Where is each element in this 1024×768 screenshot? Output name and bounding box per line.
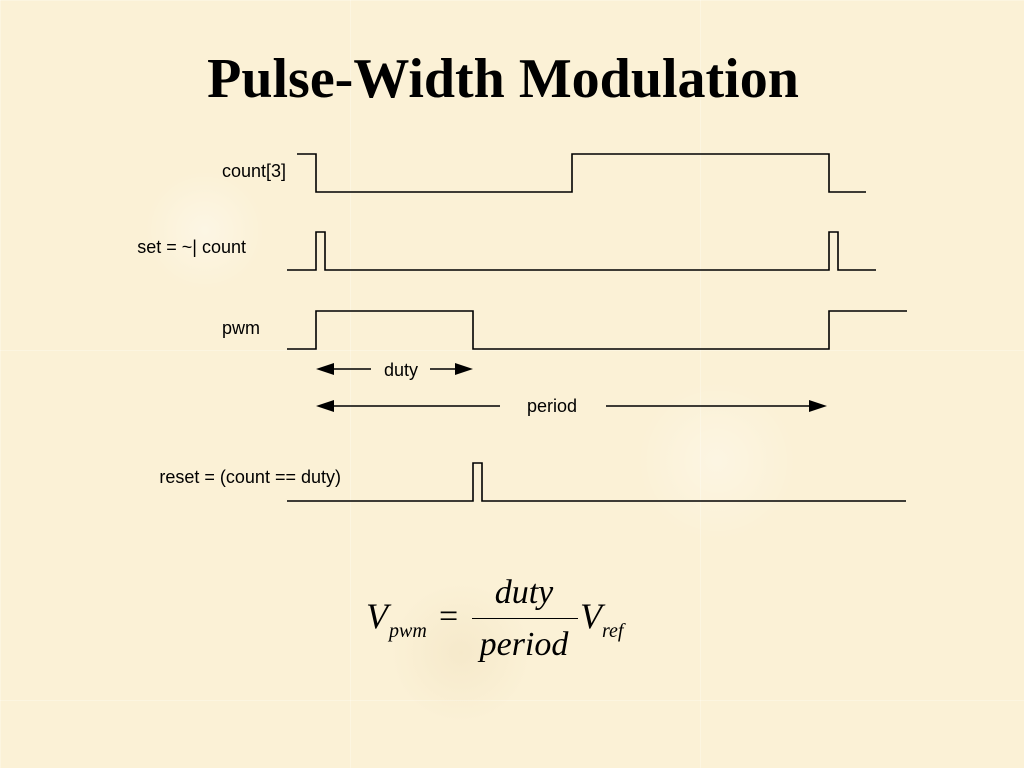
pwm-voltage-formula: V pwm = duty period V ref <box>366 572 646 672</box>
signal-label-count3: count[3] <box>222 161 286 181</box>
period-arrow: period <box>316 396 827 416</box>
formula-denominator: period <box>479 626 569 663</box>
signal-label-reset: reset = (count == duty) <box>159 467 341 487</box>
duty-arrow: duty <box>316 360 473 380</box>
formula-lhs-symbol: V <box>366 596 388 636</box>
formula-rhs-subscript: ref <box>602 620 624 642</box>
signal-label-pwm: pwm <box>222 318 260 338</box>
waveform-reset <box>287 462 906 502</box>
waveform-count3 <box>297 153 866 193</box>
formula-rhs-symbol: V <box>580 596 602 636</box>
signal-label-set: set = ~| count <box>137 237 246 257</box>
formula-equals: = <box>439 598 459 635</box>
formula-lhs-subscript: pwm <box>389 620 427 642</box>
period-label: period <box>527 396 577 416</box>
duty-arrow-right-head <box>455 363 473 375</box>
formula-numerator: duty <box>494 574 554 611</box>
period-arrow-left-head <box>316 400 334 412</box>
waveform-pwm <box>287 310 907 350</box>
waveform-set <box>287 231 876 271</box>
duty-label: duty <box>384 360 418 380</box>
formula-fraction-bar <box>472 618 578 619</box>
period-arrow-right-head <box>809 400 827 412</box>
slide-title: Pulse-Width Modulation <box>207 48 799 110</box>
duty-arrow-left-head <box>316 363 334 375</box>
